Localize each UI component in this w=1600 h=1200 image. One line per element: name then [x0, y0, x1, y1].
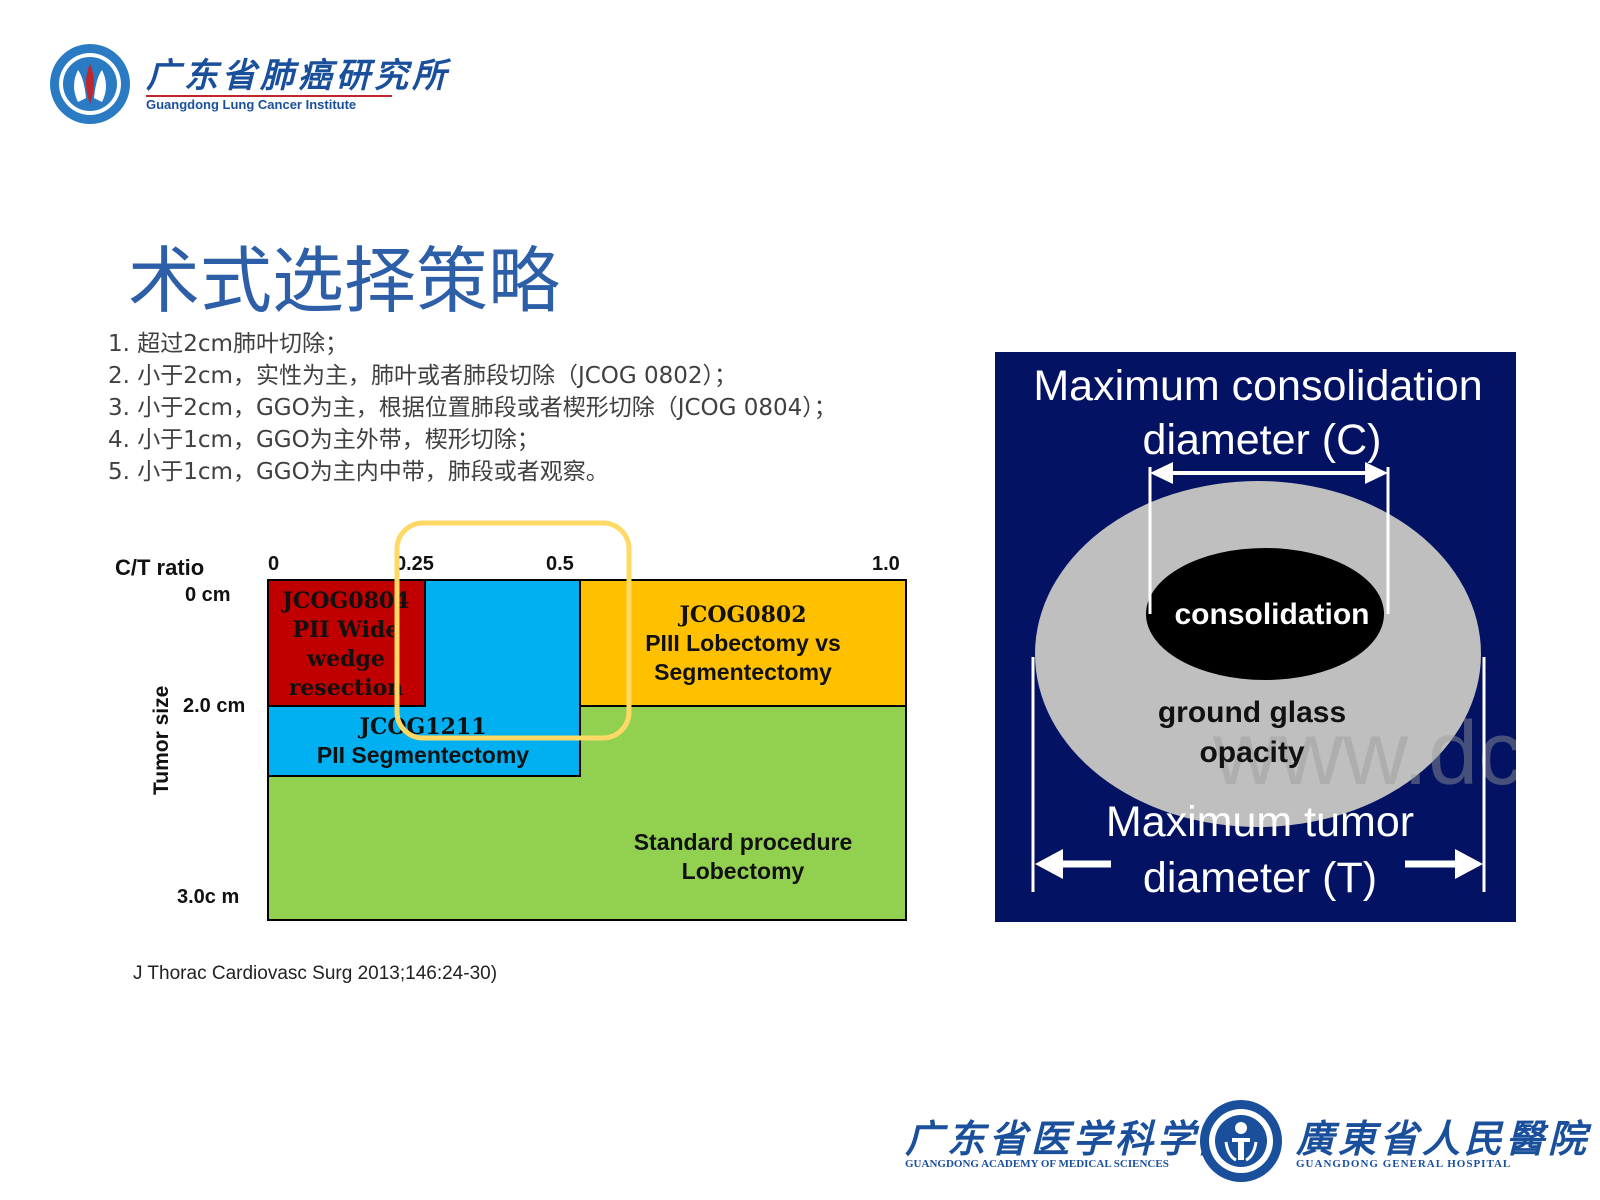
- reference-citation: J Thorac Cardiovasc Surg 2013;146:24-30): [133, 963, 498, 984]
- highlight-box: [394, 520, 632, 741]
- list-item: 3. 小于2cm，GGO为主，根据位置肺段或者楔形切除（JCOG 0804）；: [108, 395, 837, 421]
- x-tick-05: 0.5: [546, 553, 574, 575]
- list-item: 2. 小于2cm，实性为主，肺叶或者肺段切除（JCOG 0802）；: [108, 363, 738, 389]
- standard-label: Standard procedure: [634, 829, 853, 855]
- y-tick-2: 2.0 cm: [183, 695, 245, 717]
- academy-name-cn: 广东省医学科学院: [905, 1116, 1242, 1161]
- y-tick-3: 3.0c m: [177, 886, 239, 908]
- x-tick-0: 0: [268, 553, 279, 575]
- max-tumor-label: diameter (T): [1143, 854, 1377, 902]
- list-item: 4. 小于1cm，GGO为主外带，楔形切除；: [108, 427, 540, 453]
- jcog0802-label: JCOG0802: [677, 602, 806, 628]
- list-item: 5. 小于1cm，GGO为主内中带，肺段或者观察。: [108, 459, 609, 485]
- page-title: 术式选择策略: [128, 239, 561, 323]
- y-axis-label: Tumor size: [150, 686, 173, 795]
- hospital-logo: [1200, 1100, 1282, 1182]
- jcog1211-label: PII Segmentectomy: [317, 742, 529, 768]
- jcog0802-label: Segmentectomy: [654, 659, 832, 685]
- jcog0804-label: JCOG0804: [280, 588, 409, 614]
- consolidation-ellipse: [1146, 548, 1384, 680]
- jcog0804-label: PII Wide: [293, 617, 400, 643]
- x-tick-10: 1.0: [872, 553, 900, 575]
- jcog0804-label: wedge: [306, 646, 385, 672]
- ground-glass-label: ground glass: [1158, 696, 1346, 729]
- max-tumor-label: Maximum tumor: [1106, 798, 1414, 846]
- jcog0804-label: resection: [289, 675, 404, 701]
- ground-glass-label: opacity: [1199, 736, 1304, 769]
- list-item: 1. 超过2cm肺叶切除；: [108, 331, 348, 357]
- max-consolidation-label: Maximum consolidation: [1033, 362, 1482, 410]
- standard-label: Lobectomy: [682, 858, 805, 884]
- lung-cancer-institute-logo: [50, 44, 130, 124]
- x-axis-label: C/T ratio: [115, 555, 204, 580]
- watermark: www.dc: [1212, 704, 1516, 804]
- hospital-name-en: GUANGDONG GENERAL HOSPITAL: [1296, 1158, 1512, 1170]
- x-tick-025: 0.25: [395, 553, 434, 575]
- header-rule: [146, 95, 392, 97]
- jcog0802-label: PIII Lobectomy vs: [645, 630, 841, 656]
- consolidation-label: consolidation: [1175, 598, 1370, 631]
- diagram-svg: www.dc Maximum consolidation diameter (C…: [1031, 362, 1516, 902]
- region-jcog0802: [579, 579, 907, 707]
- consolidation-diagram: www.dc Maximum consolidation diameter (C…: [995, 352, 1516, 922]
- hospital-name-cn: 廣東省人民醫院: [1296, 1116, 1591, 1161]
- institute-name-cn: 广东省肺癌研究所: [146, 56, 450, 96]
- max-consolidation-label: diameter (C): [1143, 416, 1382, 464]
- strategy-list: 1. 超过2cm肺叶切除； 2. 小于2cm，实性为主，肺叶或者肺段切除（JCO…: [108, 328, 837, 488]
- institute-name-en: Guangdong Lung Cancer Institute: [146, 97, 357, 112]
- academy-name-en: GUANGDONG ACADEMY OF MEDICAL SCIENCES: [905, 1158, 1169, 1170]
- y-tick-0: 0 cm: [185, 584, 231, 606]
